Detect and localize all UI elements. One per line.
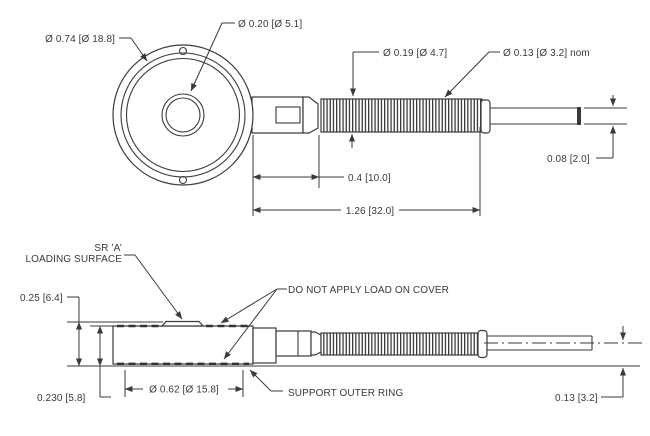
bolt-hole-top [178, 46, 188, 56]
top-connector-inner-detail [275, 106, 301, 124]
label-cable-thickness: 0.08 [2.0] [547, 154, 590, 165]
top-connector-block [251, 96, 304, 134]
label-support-note: SUPPORT OUTER RING [288, 388, 403, 399]
side-connector-nose [310, 331, 322, 356]
top-view: Ø 0.74 [Ø 18.8] Ø 0.20 [Ø 5.1] Ø 0.19 [Ø… [45, 19, 627, 217]
side-spring-collar [477, 329, 488, 359]
body-circle [125, 57, 241, 173]
side-body [112, 325, 254, 365]
label-cable-center-height: 0.13 [3.2] [555, 393, 598, 404]
label-cable-diameter-nom: Ø 0.13 [Ø 3.2] nom [503, 48, 590, 59]
center-hole-inner [165, 97, 201, 133]
label-loading-surface-2: LOADING SURFACE [25, 254, 122, 265]
leader-cover-bottom [223, 288, 278, 360]
side-view-dimensions [67, 254, 627, 398]
side-connector-block [252, 327, 277, 364]
label-center-hole-diameter: Ø 0.20 [Ø 5.1] [238, 19, 302, 30]
center-hole-outer [161, 93, 205, 137]
top-spring-guard [320, 98, 483, 133]
leader-loading-surface [134, 254, 183, 320]
top-cable-break-mark [577, 107, 581, 125]
label-loading-surface-1: SR ’A’ [94, 243, 122, 254]
side-connector-step [275, 330, 312, 357]
leader-cover-top [220, 288, 278, 324]
top-view-dimensions [119, 22, 617, 216]
leader-outer-diameter [130, 37, 148, 62]
side-view: SR ’A’ LOADING SURFACE 0.25 [6.4] 0.230 … [20, 243, 645, 404]
top-spring-collar [480, 99, 491, 134]
label-body-diameter: Ø 0.62 [Ø 15.8] [149, 385, 219, 396]
flange-outer-circle [112, 44, 254, 186]
leader-cable-diameter [444, 51, 490, 98]
label-body-height: 0.230 [5.8] [37, 393, 85, 404]
label-connector-length: 0.4 [10.0] [348, 173, 391, 184]
label-overall-length: 1.26 [32.0] [346, 206, 394, 217]
label-spring-guard-diameter: Ø 0.19 [Ø 4.7] [383, 48, 447, 59]
top-connector-nose [302, 96, 319, 134]
side-spring-guard [320, 332, 480, 356]
leader-center-hole [190, 22, 223, 92]
leader-support-ring [249, 369, 272, 392]
label-cover-note: DO NOT APPLY LOAD ON COVER [288, 285, 449, 296]
loading-button [160, 320, 205, 327]
label-outer-diameter: Ø 0.74 [Ø 18.8] [45, 34, 115, 45]
label-overall-height: 0.25 [6.4] [20, 293, 63, 304]
bolt-hole-bottom [178, 175, 188, 185]
